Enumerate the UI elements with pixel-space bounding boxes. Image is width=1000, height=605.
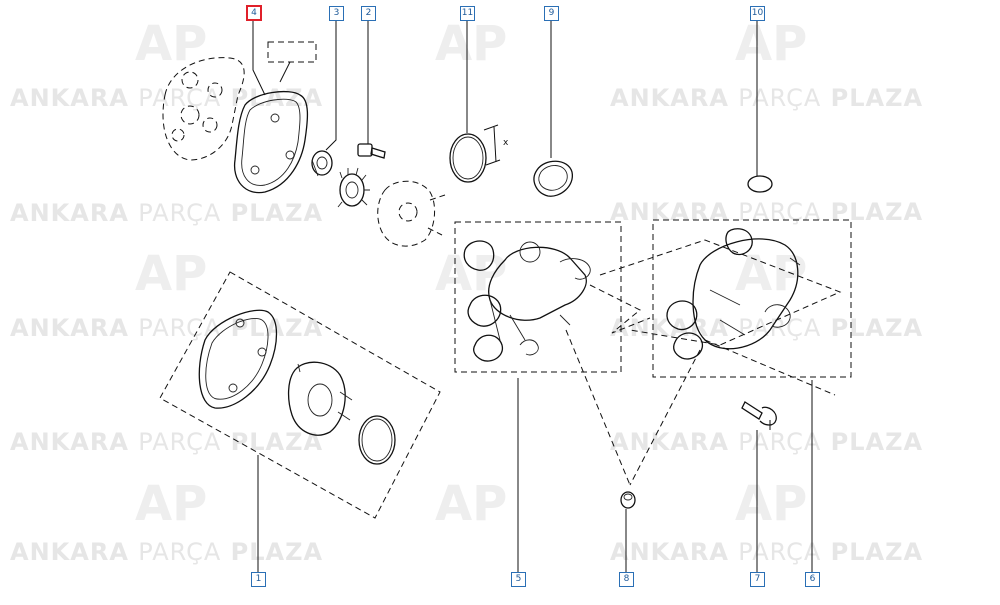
callout-9[interactable]: 9 xyxy=(544,6,559,21)
callout-4[interactable]: 4 xyxy=(246,5,262,21)
svg-text:AP: AP xyxy=(435,476,507,532)
svg-text:ANKARA PARÇA PLAZA: ANKARA PARÇA PLAZA xyxy=(610,84,923,112)
dimension-label: x xyxy=(503,138,509,148)
assembly-guide-lines xyxy=(565,239,842,486)
pump-body-ghost xyxy=(377,180,446,247)
callout-7[interactable]: 7 xyxy=(750,572,765,587)
svg-text:AP: AP xyxy=(435,16,507,72)
svg-text:AP: AP xyxy=(735,476,807,532)
watermark-text-lower: ANKARA PARÇA PLAZA ANKARA PARÇA PLAZA AN… xyxy=(10,84,923,566)
callout-8[interactable]: 8 xyxy=(619,572,634,587)
callout-6[interactable]: 6 xyxy=(805,572,820,587)
engine-housing-ghost xyxy=(162,41,317,161)
svg-text:ANKARA PARÇA PLAZA: ANKARA PARÇA PLAZA xyxy=(610,314,923,342)
callout-5[interactable]: 5 xyxy=(511,572,526,587)
callout-11[interactable]: 11 xyxy=(460,6,475,21)
svg-text:AP: AP xyxy=(135,16,207,72)
plug-part-8[interactable] xyxy=(620,491,636,509)
bolt-part-7[interactable] xyxy=(741,401,777,430)
water-pump-kit-part-1[interactable] xyxy=(159,271,441,519)
svg-text:ANKARA PARÇA PLAZA: ANKARA PARÇA PLAZA xyxy=(610,538,923,566)
bolt-part-2[interactable] xyxy=(357,143,386,159)
svg-text:ANKARA PARÇA PLAZA: ANKARA PARÇA PLAZA xyxy=(10,428,323,456)
callout-3[interactable]: 3 xyxy=(329,6,344,21)
thermostat-seal-part-9[interactable] xyxy=(533,160,573,197)
svg-text:AP: AP xyxy=(135,246,207,302)
o-ring-part-11[interactable]: x xyxy=(449,124,509,183)
callout-1[interactable]: 1 xyxy=(251,572,266,587)
leader-lines xyxy=(252,20,813,572)
coolant-housing-part-6[interactable] xyxy=(652,219,852,378)
svg-text:AP: AP xyxy=(735,16,807,72)
svg-text:AP: AP xyxy=(435,246,507,302)
pulley-gear xyxy=(337,167,370,208)
watermark-logos: AP AP AP AP AP AP AP AP AP xyxy=(135,16,807,532)
callout-10[interactable]: 10 xyxy=(750,6,765,21)
svg-text:ANKARA PARÇA PLAZA: ANKARA PARÇA PLAZA xyxy=(610,198,923,226)
svg-text:AP: AP xyxy=(135,476,207,532)
thermostat-housing-part-5[interactable] xyxy=(454,221,622,373)
gasket-part-4[interactable] xyxy=(233,91,309,194)
seal-part-3[interactable] xyxy=(311,150,333,177)
callout-2[interactable]: 2 xyxy=(361,6,376,21)
svg-text:ANKARA PARÇA PLAZA: ANKARA PARÇA PLAZA xyxy=(610,428,923,456)
svg-text:ANKARA PARÇA PLAZA: ANKARA PARÇA PLAZA xyxy=(10,538,323,566)
svg-text:ANKARA PARÇA PLAZA: ANKARA PARÇA PLAZA xyxy=(10,314,323,342)
svg-text:AP: AP xyxy=(735,246,807,302)
o-ring-part-10[interactable] xyxy=(747,175,773,193)
